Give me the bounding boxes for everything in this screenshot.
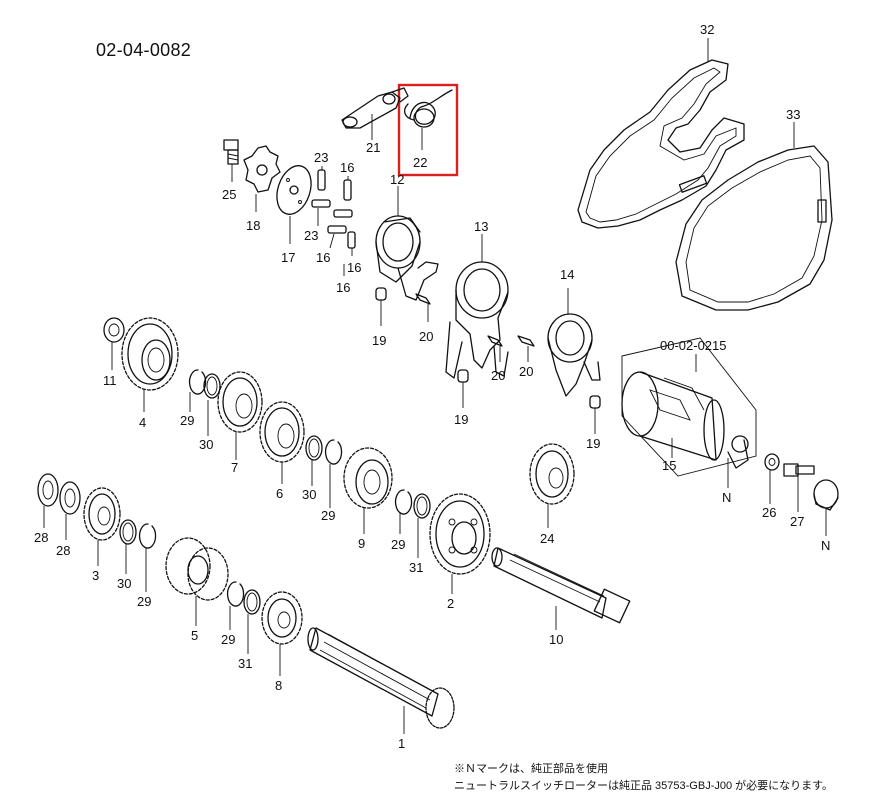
callout-20c: 20 — [519, 364, 533, 379]
parts-29-31-circlip-washer-set-3[interactable] — [394, 489, 431, 558]
callout-21: 21 — [366, 140, 380, 155]
part-6-gear[interactable] — [259, 401, 305, 484]
part-14-shift-fork[interactable] — [547, 288, 601, 397]
callout-23a: 23 — [314, 150, 328, 165]
callout-30b: 30 — [302, 487, 316, 502]
highlight-box-part-22[interactable] — [397, 83, 459, 177]
part-9-gear[interactable] — [343, 447, 393, 534]
part-18-star-plate[interactable] — [243, 145, 281, 212]
parts-28-washers[interactable] — [37, 473, 81, 540]
callout-4: 4 — [139, 415, 146, 430]
callout-1: 1 — [398, 736, 405, 751]
callout-29d: 29 — [137, 594, 151, 609]
parts-26-27-hardware[interactable] — [764, 453, 839, 536]
part-24-gear[interactable] — [529, 443, 575, 528]
part-17-disc[interactable] — [271, 161, 317, 244]
callout-26: 26 — [762, 505, 776, 520]
callout-assembly: 00-02-0215 — [660, 338, 727, 353]
callout-31b: 31 — [238, 656, 252, 671]
callout-10: 10 — [549, 632, 563, 647]
callout-29e: 29 — [221, 632, 235, 647]
parts-29-30-circlip-washer-set-1[interactable] — [188, 369, 221, 436]
callout-8: 8 — [275, 678, 282, 693]
callout-29b: 29 — [321, 508, 335, 523]
footnote-neutral-switch: ニュートラルスイッチローターは純正品 35753-GBJ-J00 が必要になりま… — [454, 780, 834, 792]
part-3-gear[interactable] — [83, 487, 121, 566]
footnote-n-mark: ※Ｎマークは、純正部品を使用 — [454, 763, 608, 775]
part-5-gear[interactable] — [165, 537, 229, 626]
callout-25: 25 — [222, 187, 236, 202]
callout-30a: 30 — [199, 437, 213, 452]
callout-24: 24 — [540, 531, 554, 546]
callout-31a: 31 — [409, 560, 423, 575]
callout-19a: 19 — [372, 333, 386, 348]
part-15-shift-drum[interactable] — [621, 337, 757, 488]
parts-16-23-pins[interactable] — [311, 166, 356, 276]
part-21-shift-arm[interactable] — [341, 87, 409, 140]
callout-28b: 28 — [56, 543, 70, 558]
callout-3: 3 — [92, 568, 99, 583]
part-22-spring[interactable] — [403, 89, 453, 150]
callout-n-b: N — [821, 538, 830, 553]
callout-28a: 28 — [34, 530, 48, 545]
callout-n-a: N — [722, 490, 731, 505]
diagram-title: 02-04-0082 — [96, 40, 192, 60]
part-11-washer[interactable] — [103, 317, 125, 370]
callout-18: 18 — [246, 218, 260, 233]
callout-14: 14 — [560, 267, 574, 282]
part-2-gear[interactable] — [429, 493, 491, 594]
callout-9: 9 — [358, 536, 365, 551]
callout-17: 17 — [281, 250, 295, 265]
callout-12: 12 — [390, 172, 404, 187]
part-12-shift-fork[interactable] — [375, 186, 439, 301]
callout-20b: 20 — [491, 368, 505, 383]
callout-15: 15 — [662, 458, 676, 473]
callout-19b: 19 — [454, 412, 468, 427]
callout-16b: 16 — [316, 250, 330, 265]
callout-30c: 30 — [117, 576, 131, 591]
parts-19-20-pins-clips[interactable] — [375, 287, 601, 434]
parts-29-30-circlip-washer-set-4[interactable] — [119, 519, 157, 592]
callout-2: 2 — [447, 596, 454, 611]
part-7-gear[interactable] — [217, 371, 263, 460]
callout-16d: 16 — [336, 280, 350, 295]
parts-29-31-circlip-washer-set-5[interactable] — [226, 581, 261, 654]
callout-23b: 23 — [304, 228, 318, 243]
callout-16a: 16 — [340, 160, 354, 175]
part-32-gasket[interactable] — [577, 38, 745, 229]
callout-27: 27 — [790, 514, 804, 529]
part-25-bolt[interactable] — [223, 139, 239, 182]
callout-22: 22 — [413, 155, 427, 170]
part-4-gear[interactable] — [121, 317, 179, 412]
callout-33: 33 — [786, 107, 800, 122]
callout-20a: 20 — [419, 329, 433, 344]
callout-32: 32 — [700, 22, 714, 37]
callout-5: 5 — [191, 628, 198, 643]
callout-11: 11 — [103, 373, 117, 388]
callout-13: 13 — [474, 219, 488, 234]
part-1-mainshaft[interactable] — [307, 627, 455, 734]
callout-6: 6 — [276, 486, 283, 501]
callout-7: 7 — [231, 460, 238, 475]
part-10-countershaft[interactable] — [491, 547, 631, 630]
part-33-gasket[interactable] — [675, 122, 833, 311]
part-13-shift-fork[interactable] — [445, 234, 509, 379]
callout-19c: 19 — [586, 436, 600, 451]
parts-29-30-circlip-washer-set-2[interactable] — [305, 435, 343, 508]
callout-29c: 29 — [391, 537, 405, 552]
callout-labels: 32 33 21 22 12 23 16 25 18 23 17 16 16 1… — [34, 22, 830, 751]
part-8-gear[interactable] — [261, 591, 303, 676]
callout-29a: 29 — [180, 413, 194, 428]
callout-16c: 16 — [347, 260, 361, 275]
